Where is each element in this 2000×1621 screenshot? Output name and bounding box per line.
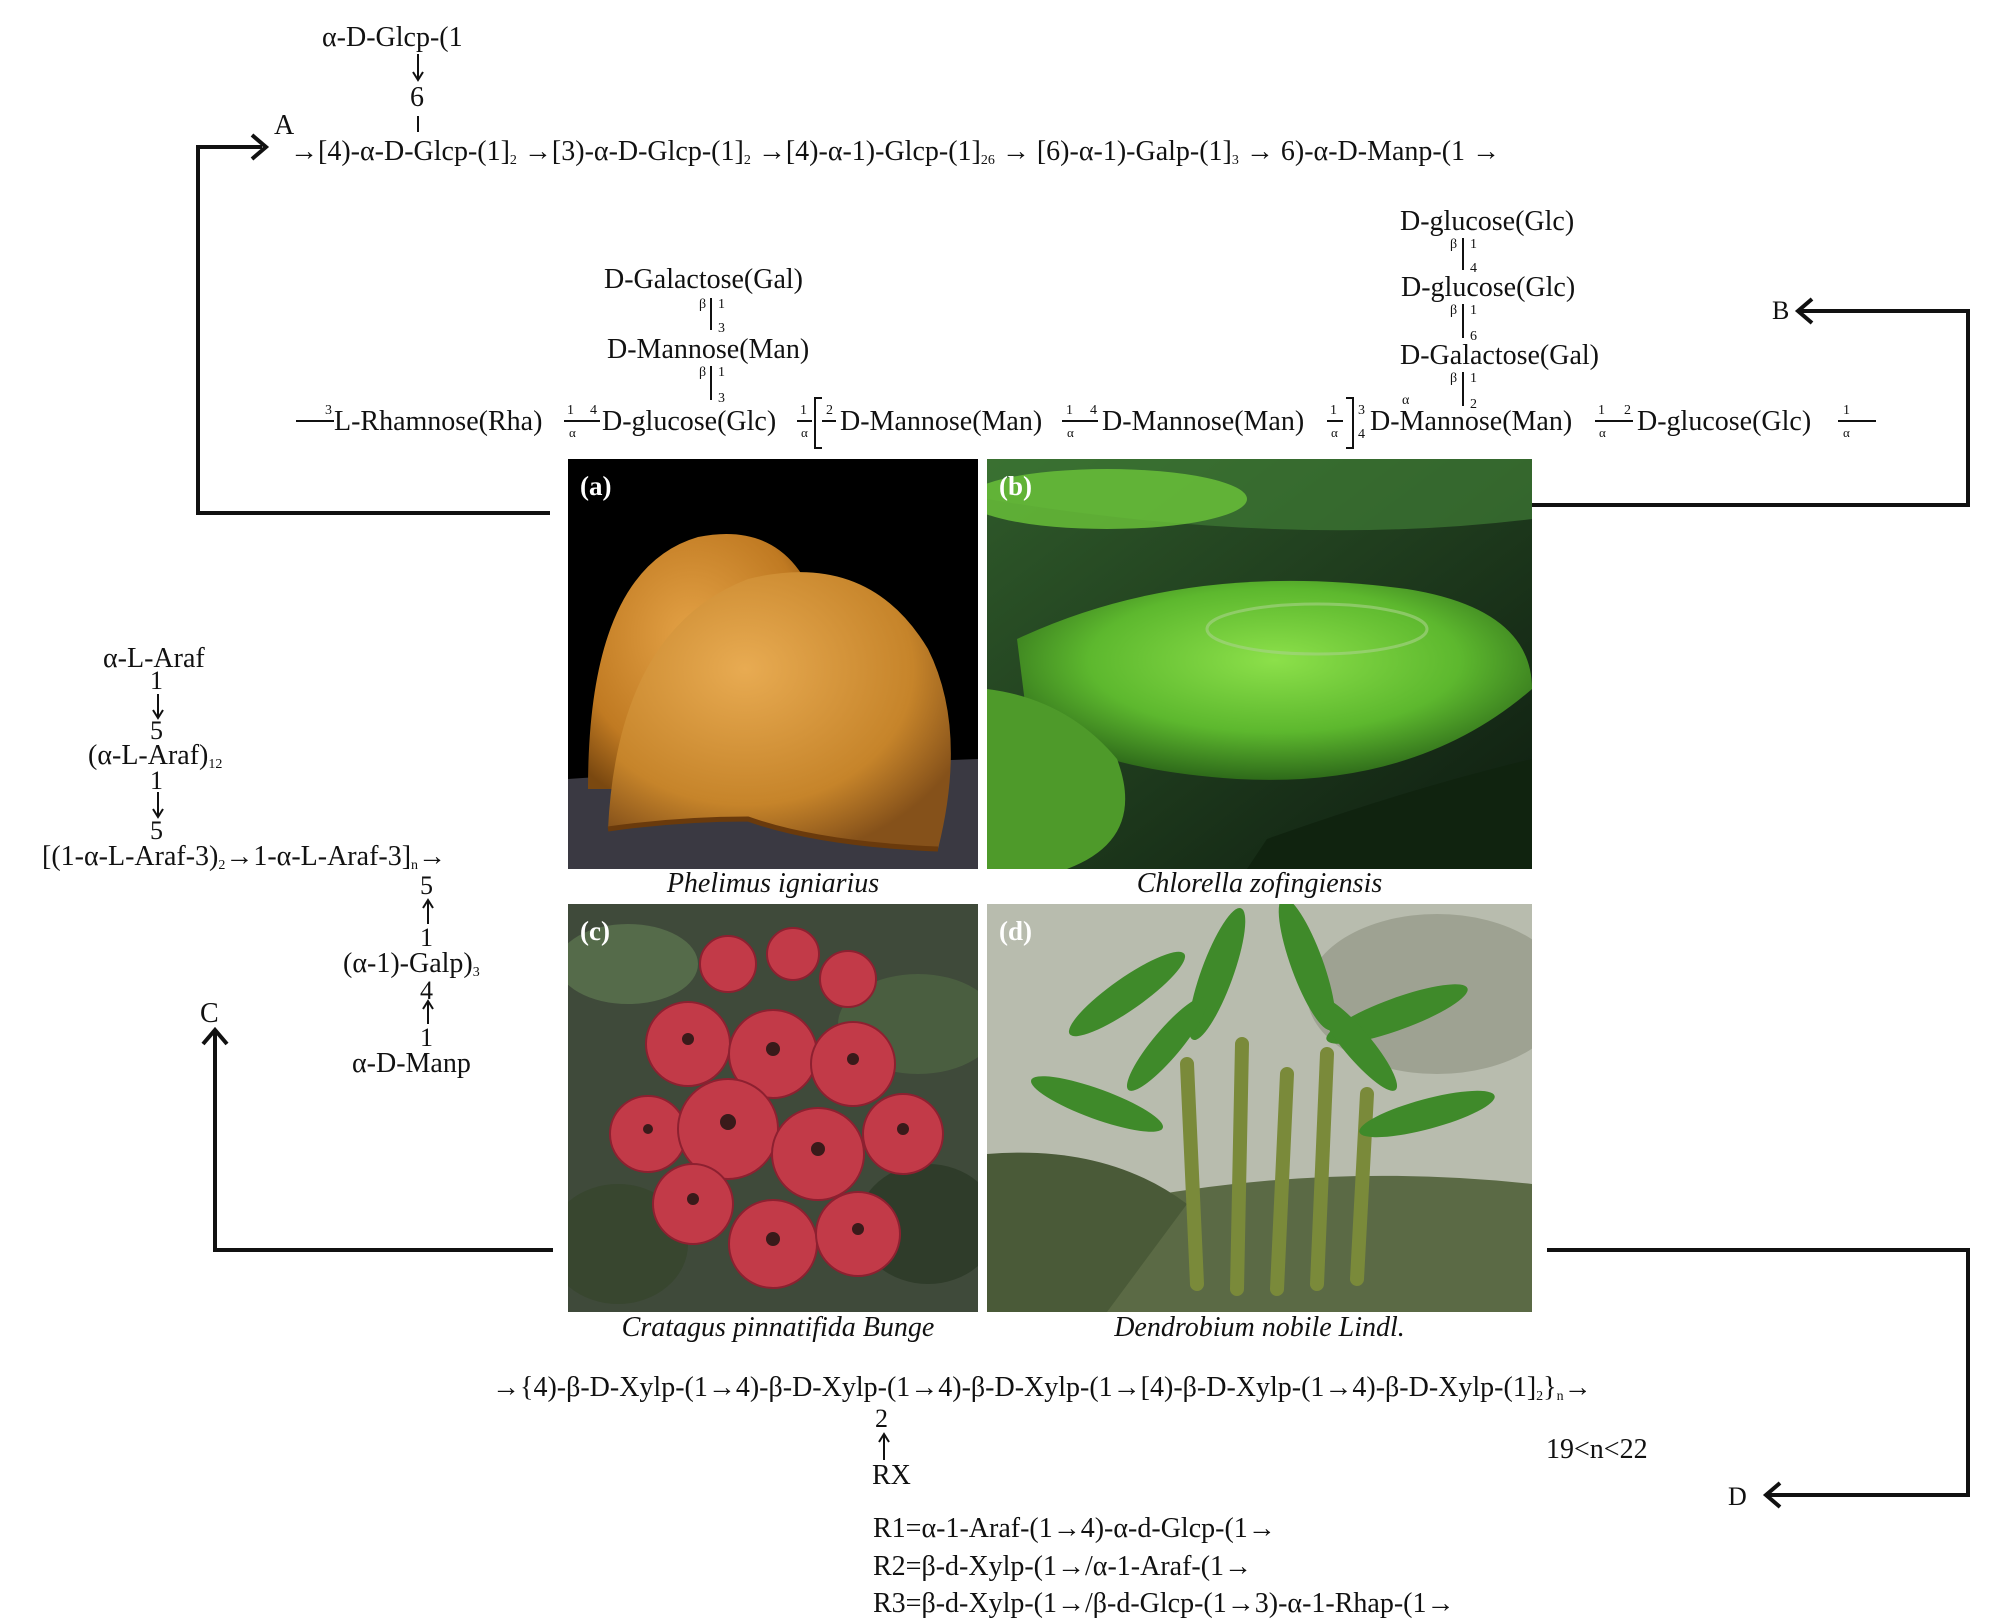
photo-panel-d: (d) xyxy=(987,904,1532,1312)
b-branch2-glc1: D-glucose(Glc) xyxy=(1400,206,1575,237)
branch-rx: RX xyxy=(872,1460,911,1491)
b-main-glc2: D-glucose(Glc) xyxy=(1637,406,1812,437)
r-group-1: R1=α-1-Araf-(1→4)-α-d-Glcp-(1→ xyxy=(873,1513,1276,1544)
bracket-fungus-photo xyxy=(568,534,978,869)
b-branch2-gal: D-Galactose(Gal) xyxy=(1400,340,1600,371)
green-algae-photo xyxy=(987,459,1532,869)
connector-a xyxy=(196,145,550,515)
b-main-glc: D-glucose(Glc) xyxy=(602,406,777,437)
chain-a: →[4)-α-D-Glcp-(1]2 →[3)-α-D-Glcp-(1]2 →[… xyxy=(290,136,1501,168)
b-branch1-gal: D-Galactose(Gal) xyxy=(604,264,804,295)
connector-b xyxy=(1532,309,1970,507)
marker-d: D xyxy=(1728,1482,1747,1511)
photo-panel-a: (a) xyxy=(568,459,978,869)
arrowhead-c xyxy=(201,1026,229,1046)
panel-label-a: (a) xyxy=(580,471,612,501)
marker-c: C xyxy=(200,998,219,1029)
connector-d xyxy=(1547,1248,1970,1497)
chain-d: →{4)-β-D-Xylp-(1→4)-β-D-Xylp-(1→4)-β-D-X… xyxy=(492,1372,1592,1404)
marker-b: B xyxy=(1772,296,1790,325)
branch-top-a: α-D-Glcp-(1 xyxy=(322,22,463,53)
marker-a: A xyxy=(274,110,295,141)
panel-label-c: (c) xyxy=(580,916,610,946)
b-main-man3: D-Mannose(Man) xyxy=(1370,406,1573,437)
b-main-man1: D-Mannose(Man) xyxy=(840,406,1043,437)
caption-c: Cratagus pinnatifida Bunge xyxy=(621,1312,935,1343)
panel-label-d: (d) xyxy=(999,916,1032,946)
b-main-man2: D-Mannose(Man) xyxy=(1102,406,1305,437)
panel-label-b: (b) xyxy=(999,471,1032,501)
hawthorn-berries-photo xyxy=(568,904,978,1312)
b-branch1-man: D-Mannose(Man) xyxy=(607,334,810,365)
arrowhead-d xyxy=(1762,1481,1782,1509)
n-range: 19<n<22 xyxy=(1546,1434,1648,1465)
photo-panel-b: (b) xyxy=(987,459,1532,869)
caption-b: Chlorella zofingiensis xyxy=(1136,868,1383,899)
arrowhead-a xyxy=(250,133,270,161)
b-main-rha: L-Rhamnose(Rha) xyxy=(334,406,543,437)
branch-position-a: 6 xyxy=(410,82,424,113)
orchid-plant-photo xyxy=(987,904,1532,1312)
caption-d: Dendrobium nobile Lindl. xyxy=(1114,1312,1405,1343)
b-branch2-glc2: D-glucose(Glc) xyxy=(1401,272,1576,303)
caption-a: Phelimus igniarius xyxy=(666,868,880,899)
photo-panel-c: (c) xyxy=(568,904,978,1312)
r-group-2: R2=β-d-Xylp-(1→/α-1-Araf-(1→ xyxy=(873,1551,1253,1582)
arrowhead-b xyxy=(1794,297,1814,325)
connector-c xyxy=(213,1032,553,1252)
r-group-3: R3=β-d-Xylp-(1→/β-d-Glcp-(1→3)-α-1-Rhap-… xyxy=(873,1588,1455,1619)
